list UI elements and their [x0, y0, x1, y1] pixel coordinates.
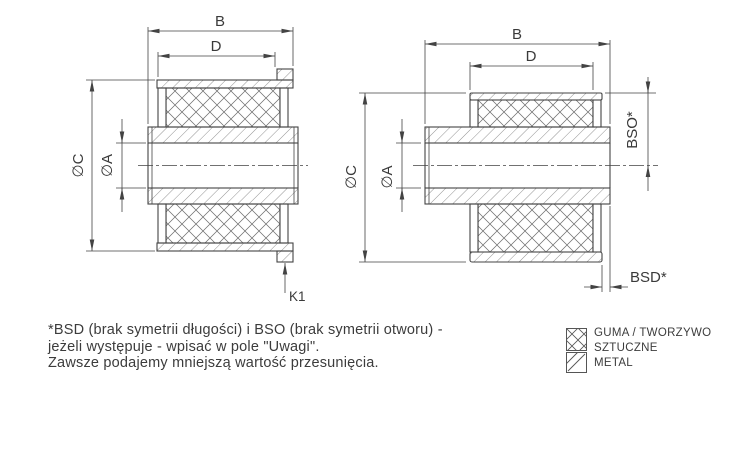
inner-tube-top — [147, 126, 299, 144]
end-gap — [592, 99, 602, 128]
end-gap — [469, 99, 479, 128]
metal-legend-label: METAL — [594, 357, 633, 369]
end-gap — [592, 203, 602, 253]
end-gap — [279, 203, 289, 244]
rubber-section-top — [165, 87, 281, 128]
dim-label-b: B — [512, 26, 522, 43]
dim-label-dia-a: ∅A — [379, 165, 396, 188]
bushing-right-view: B D ∅C ∅A B — [343, 26, 667, 292]
footnote-line-1: *BSD (brak symetrii długości) i BSO (bra… — [48, 322, 443, 338]
dimension-bso: BSO* — [605, 77, 656, 191]
dimension-bsd: BSD* — [584, 206, 667, 292]
dimension-b-left: B — [147, 13, 294, 124]
inner-tube-top — [424, 126, 611, 144]
material-legend: GUMA / TWORZYWO SZTUCZNE METAL — [564, 326, 728, 378]
rubber-hatch-swatch — [566, 328, 587, 351]
dim-label-b: B — [215, 13, 225, 30]
footnote: *BSD (brak symetrii długości) i BSO (bra… — [48, 322, 588, 372]
outer-sleeve-bottom — [156, 242, 294, 252]
rubber-section-bottom — [477, 203, 594, 253]
dim-label-dia-a: ∅A — [99, 154, 116, 177]
dimension-dia-a-left: ∅A — [99, 119, 146, 212]
footnote-line-2: jeżeli występuje - wpisać w pole "Uwagi"… — [48, 338, 320, 355]
dim-label-bsd: BSD* — [630, 269, 667, 286]
callout-k1: K1 — [282, 263, 306, 304]
technical-drawing: B D ∅C ∅A K1 — [70, 13, 667, 304]
dim-label-k1: K1 — [289, 289, 306, 304]
end-gap — [469, 203, 479, 253]
dim-label-dia-c: ∅C — [343, 165, 360, 189]
dim-label-d: D — [526, 48, 537, 65]
dim-label-bso: BSO* — [624, 111, 641, 149]
dim-label-dia-c: ∅C — [70, 153, 87, 177]
outer-sleeve-top — [156, 79, 294, 89]
footnote-line-3: Zawsze podajemy mniejszą wartość przesun… — [48, 355, 379, 371]
inner-tube-bottom — [147, 187, 299, 205]
rubber-section-top — [477, 99, 594, 128]
dimension-b-right: B — [424, 26, 611, 124]
rubber-legend-label-line2: SZTUCZNE — [594, 342, 658, 354]
end-gap — [157, 87, 167, 128]
bushing-left-view: B D ∅C ∅A K1 — [70, 13, 308, 304]
rubber-section-bottom — [165, 203, 281, 244]
dimension-dia-c-right: ∅C — [343, 92, 466, 263]
dimension-dia-c-left: ∅C — [70, 79, 155, 252]
metal-hatch-swatch — [566, 352, 587, 373]
dimension-d-left: D — [157, 38, 276, 77]
outer-sleeve-bottom — [469, 251, 603, 263]
inner-tube-bottom — [424, 187, 611, 205]
dimension-dia-a-right: ∅A — [379, 119, 421, 212]
rubber-legend-label-line1: GUMA / TWORZYWO — [594, 327, 712, 339]
dimension-d-right: D — [469, 48, 594, 90]
end-gap — [157, 203, 167, 244]
outer-sleeve-flange-bottom — [276, 250, 294, 263]
dim-label-d: D — [211, 38, 222, 55]
end-gap — [279, 87, 289, 128]
outer-sleeve-flange-top — [276, 68, 294, 81]
outer-sleeve-top — [469, 92, 603, 101]
